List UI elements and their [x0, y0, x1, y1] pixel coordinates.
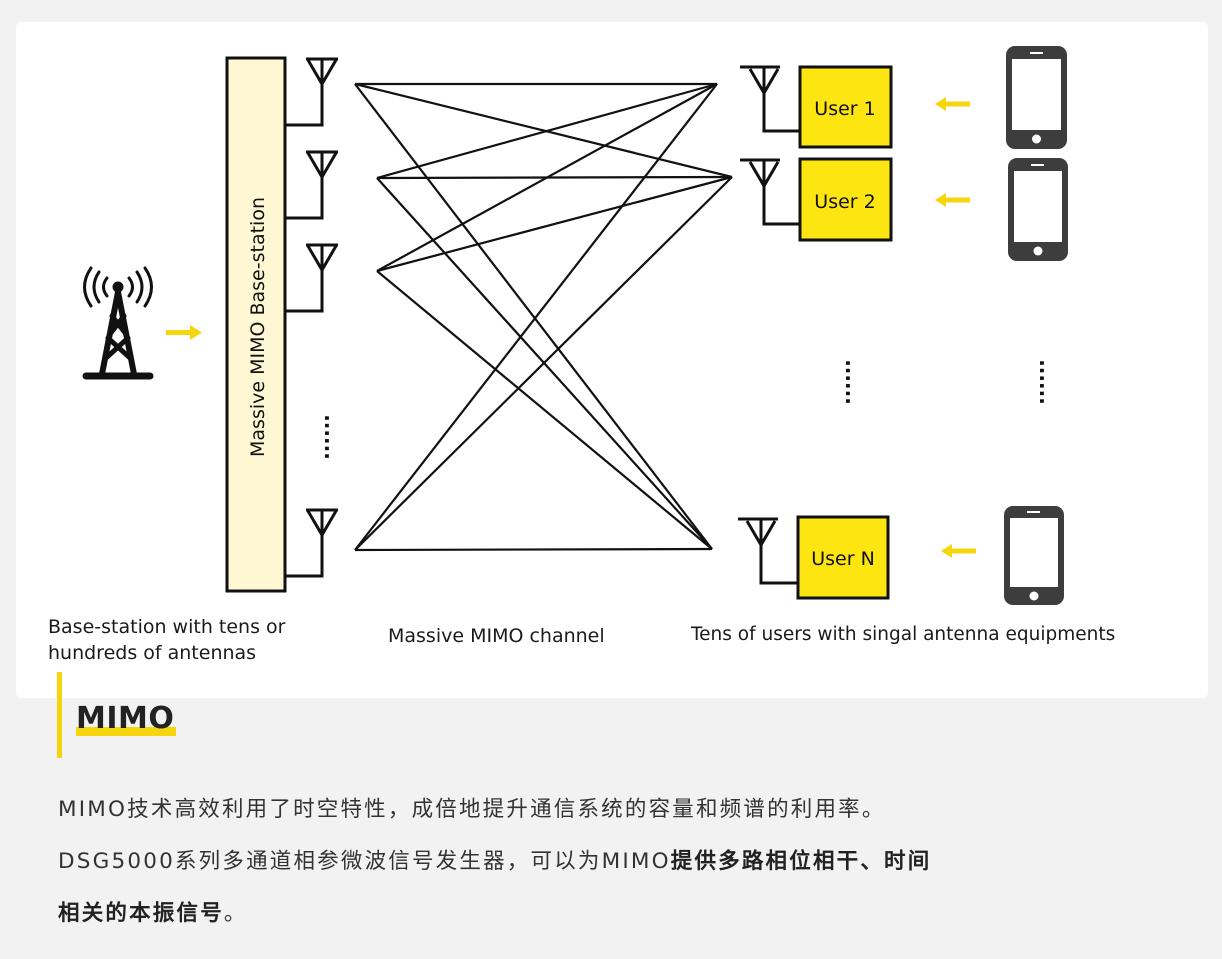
- caption-left-line2: hundreds of antennas: [48, 642, 257, 664]
- base-station-label: Massive MIMO Base-station: [247, 197, 269, 457]
- user-label: User 2: [814, 191, 875, 213]
- phone-icon: [1004, 506, 1064, 605]
- paragraph-line-2: DSG5000系列多通道相参微波信号发生器，可以为MIMO提供多路相位相干、时间: [58, 836, 1178, 888]
- section-heading: MIMO: [76, 701, 175, 736]
- paragraph-text: DSG5000系列多通道相参微波信号发生器，可以为MIMO: [58, 849, 671, 874]
- user-box-1: User 1: [798, 65, 893, 149]
- base-station-box: [225, 56, 287, 593]
- channel-lines: [354, 82, 733, 552]
- paragraph-line-3: 相关的本振信号。: [58, 888, 1178, 940]
- arrow-left-icon: [941, 544, 976, 558]
- antenna-icon: [740, 65, 800, 133]
- user-box-2: User 2: [798, 157, 893, 242]
- diagram-card: Massive MIMO Base-station ......: [16, 22, 1208, 698]
- paragraph-bold-text: 提供多路相位相干、时间: [670, 849, 932, 874]
- base-antenna-ellipsis: ......: [320, 414, 344, 460]
- user-label: User 1: [814, 98, 875, 120]
- arrow-left-icon: [935, 193, 970, 207]
- paragraph-bold-text: 相关的本振信号: [58, 901, 224, 926]
- caption-right: Tens of users with singal antenna equipm…: [691, 624, 1116, 645]
- mimo-diagram: Massive MIMO Base-station ......: [82, 46, 1068, 605]
- input-arrow-icon: [166, 325, 202, 340]
- section-paragraph: MIMO技术高效利用了时空特性，成倍地提升通信系统的容量和频谱的利用率。 DSG…: [58, 784, 1178, 940]
- antenna-icon: [740, 158, 800, 226]
- user-ellipsis: ......: [841, 359, 865, 405]
- phone-ellipsis: ......: [1035, 359, 1059, 405]
- user-box-n: User N: [796, 515, 890, 600]
- paragraph-text: 。: [223, 901, 248, 926]
- phone-icon: [1006, 46, 1067, 149]
- antenna-icon: [285, 508, 338, 578]
- paragraph-line-1: MIMO技术高效利用了时空特性，成倍地提升通信系统的容量和频谱的利用率。: [58, 797, 886, 822]
- antenna-icon: [285, 243, 338, 313]
- antenna-icon: [285, 150, 338, 220]
- antenna-icon: [738, 517, 798, 585]
- caption-middle: Massive MIMO channel: [388, 625, 605, 647]
- antenna-icon: [285, 57, 338, 127]
- base-antennas: [285, 57, 338, 578]
- caption-left-line1: Base-station with tens or: [48, 616, 286, 638]
- user-label: User N: [811, 548, 875, 570]
- section-heading-block: MIMO: [57, 672, 174, 758]
- cell-tower-icon: [82, 266, 154, 380]
- arrow-left-icon: [935, 97, 970, 111]
- phone-icon: [1008, 158, 1068, 261]
